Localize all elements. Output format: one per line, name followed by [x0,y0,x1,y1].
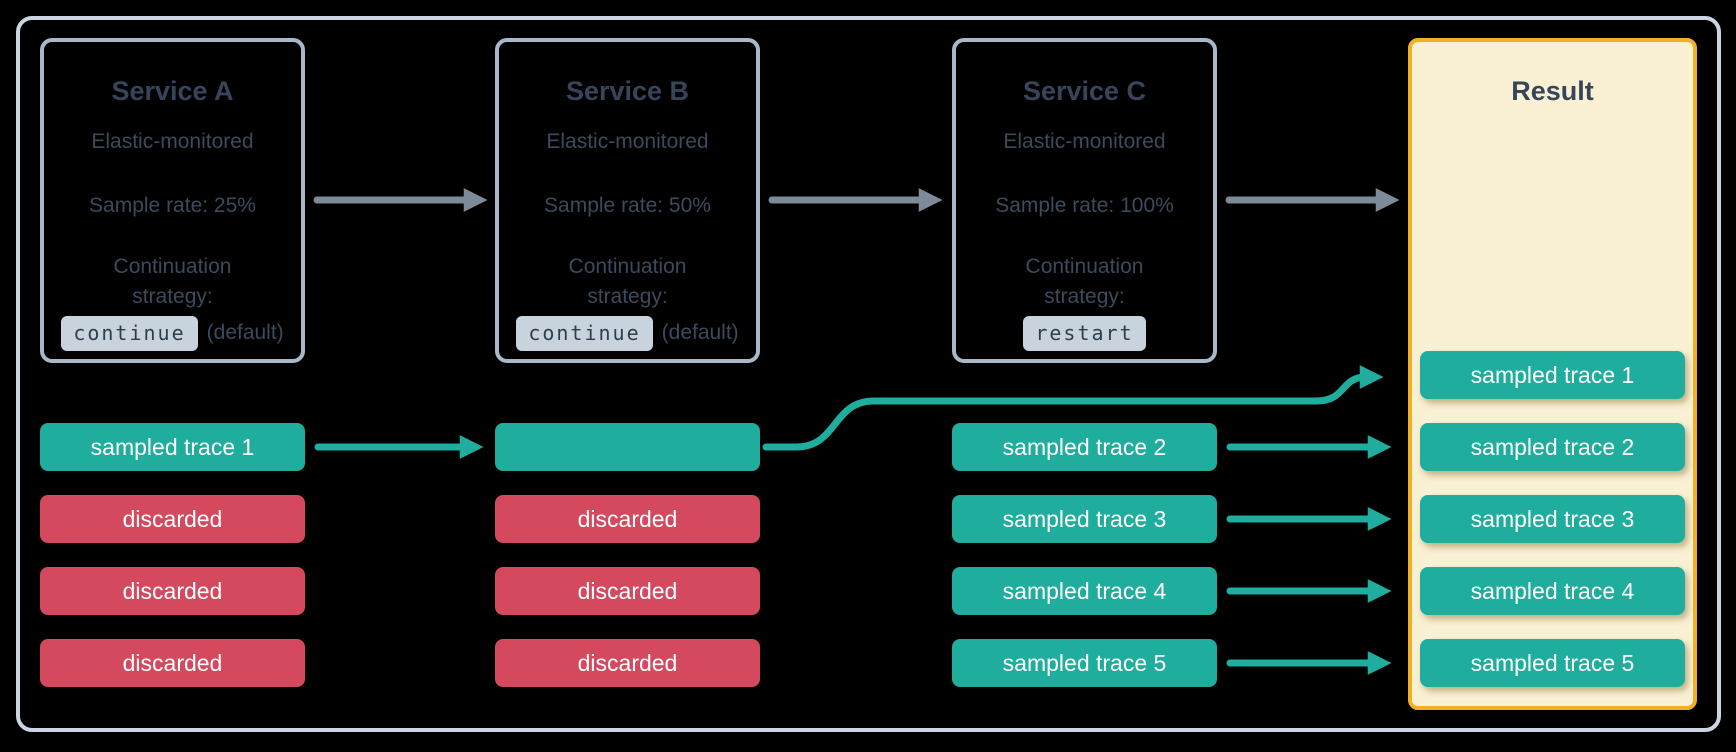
chip-label: discarded [577,649,678,676]
service-c-strategy-code-chip: restart [1023,315,1146,351]
chip-c-sampled-trace-3: sampled trace 3 [952,495,1217,543]
service-b-sample-rate: Sample rate: 50% [544,194,711,217]
service-a-sample-rate: Sample rate: 25% [89,194,256,217]
chip-label: discarded [577,505,678,532]
chip-a-sampled-trace-1: sampled trace 1 [40,423,305,471]
chip-a-discarded-3: discarded [40,639,305,687]
chip-b-discarded-1: discarded [495,495,760,543]
chip-label: sampled trace 1 [1470,361,1635,388]
chip-label: sampled trace 2 [1002,433,1167,460]
service-c-sample-rate: Sample rate: 100% [995,194,1174,217]
service-b-strategy-code-chip: continue [516,315,653,351]
diagram-frame [16,16,1721,732]
service-a-strategy-code-chip: continue [61,315,198,351]
service-b-monitoring-label: Elastic-monitored [546,130,709,153]
service-a-strategy-value: continue (default) [44,312,301,354]
service-c-monitoring-label: Elastic-monitored [1003,130,1166,153]
chip-label: sampled trace 4 [1002,577,1167,604]
result-title: Result [1511,76,1594,106]
service-a-box: Service A Elastic-monitored Sample rate:… [40,38,305,363]
chip-c-sampled-trace-5: sampled trace 5 [952,639,1217,687]
chip-label: sampled trace 5 [1470,649,1635,676]
chip-b-passthrough-trace [495,423,760,471]
chip-label: discarded [577,577,678,604]
service-c-box: Service C Elastic-monitored Sample rate:… [952,38,1217,363]
chip-label: discarded [122,577,223,604]
service-a-strategy-label: Continuation strategy: [113,255,232,308]
service-b-strategy-default-note: (default) [661,321,739,344]
chip-label: sampled trace 4 [1470,577,1635,604]
service-c-strategy-value: restart [956,312,1213,354]
chip-label: sampled trace 1 [90,433,255,460]
chip-a-discarded-2: discarded [40,567,305,615]
service-a-title: Service A [111,76,234,106]
result-chip-sampled-trace-5: sampled trace 5 [1420,639,1685,687]
chip-c-sampled-trace-2: sampled trace 2 [952,423,1217,471]
result-chip-sampled-trace-3: sampled trace 3 [1420,495,1685,543]
result-chip-sampled-trace-1: sampled trace 1 [1420,351,1685,399]
chip-label: discarded [122,649,223,676]
service-b-box: Service B Elastic-monitored Sample rate:… [495,38,760,363]
chip-label: sampled trace 2 [1470,433,1635,460]
chip-label: sampled trace 5 [1002,649,1167,676]
service-a-strategy-default-note: (default) [206,321,284,344]
service-b-title: Service B [565,76,690,106]
chip-c-sampled-trace-4: sampled trace 4 [952,567,1217,615]
chip-b-discarded-3: discarded [495,639,760,687]
result-chip-sampled-trace-4: sampled trace 4 [1420,567,1685,615]
chip-label: sampled trace 3 [1002,505,1167,532]
chip-label: sampled trace 3 [1470,505,1635,532]
chip-a-discarded-1: discarded [40,495,305,543]
service-b-strategy-label: Continuation strategy: [568,255,687,308]
chip-b-discarded-2: discarded [495,567,760,615]
service-b-strategy-value: continue (default) [499,312,756,354]
result-chip-sampled-trace-2: sampled trace 2 [1420,423,1685,471]
service-c-title: Service C [1022,76,1147,106]
service-c-strategy-label: Continuation strategy: [1025,255,1144,308]
service-a-monitoring-label: Elastic-monitored [91,130,254,153]
chip-label: discarded [122,505,223,532]
